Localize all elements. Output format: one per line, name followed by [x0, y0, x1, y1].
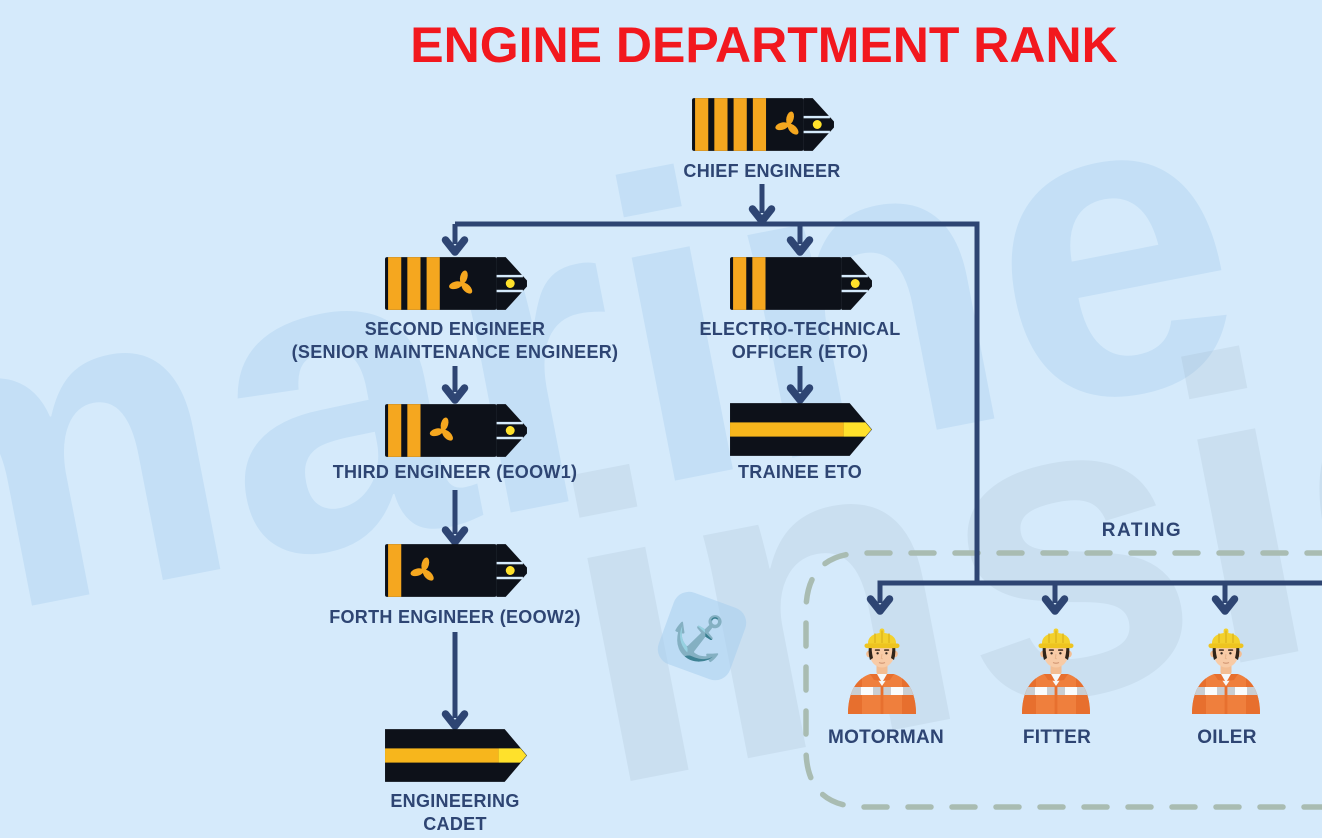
second-engineer-epaulette-icon [385, 257, 527, 310]
rating-dashed-border [803, 550, 1322, 810]
second-engineer-label: SECOND ENGINEER (SENIOR MAINTENANCE ENGI… [292, 318, 619, 364]
page-title: ENGINE DEPARTMENT RANK [410, 17, 1118, 73]
eto-label: ELECTRO-TECHNICAL OFFICER (ETO) [699, 318, 900, 364]
oiler-figure [1176, 617, 1276, 717]
second-engineer-label-line2: (SENIOR MAINTENANCE ENGINEER) [291, 342, 619, 362]
oiler-label: OILER [1197, 727, 1257, 748]
trainee-eto-epaulette-icon [730, 403, 872, 456]
motorman-label: MOTORMAN [827, 727, 945, 748]
second-engineer-label-line1: SECOND ENGINEER [364, 319, 546, 339]
engineering-cadet-epaulette-icon [385, 729, 527, 782]
engineering-cadet-label-line1: ENGINEERING [390, 791, 520, 811]
chief-engineer-label: CHIEF ENGINEER [683, 161, 841, 181]
engineering-cadet-label: ENGINEERING CADET [390, 790, 519, 836]
forth-engineer-epaulette-icon [385, 544, 527, 597]
eto-label-line1: ELECTRO-TECHNICAL [699, 319, 901, 339]
fitter-figure [1006, 617, 1106, 717]
rating-section-label: RATING [1101, 520, 1183, 541]
propeller-icon [410, 557, 434, 581]
third-engineer-label: THIRD ENGINEER (EOOW1) [332, 462, 578, 482]
chief-engineer-epaulette-icon [692, 98, 834, 151]
propeller-icon [775, 111, 799, 135]
propeller-icon [449, 270, 473, 294]
engineering-cadet-label-line2: CADET [423, 814, 487, 834]
motorman-figure [832, 617, 932, 717]
third-engineer-epaulette-icon [385, 404, 527, 457]
forth-engineer-label: FORTH ENGINEER (EOOW2) [329, 607, 581, 627]
fitter-label: FITTER [1022, 727, 1092, 748]
propeller-icon [429, 417, 453, 441]
trainee-eto-label: TRAINEE ETO [738, 462, 862, 482]
eto-epaulette-icon [730, 257, 872, 310]
eto-label-line2: OFFICER (ETO) [731, 342, 869, 362]
arrowheads [441, 205, 1239, 730]
